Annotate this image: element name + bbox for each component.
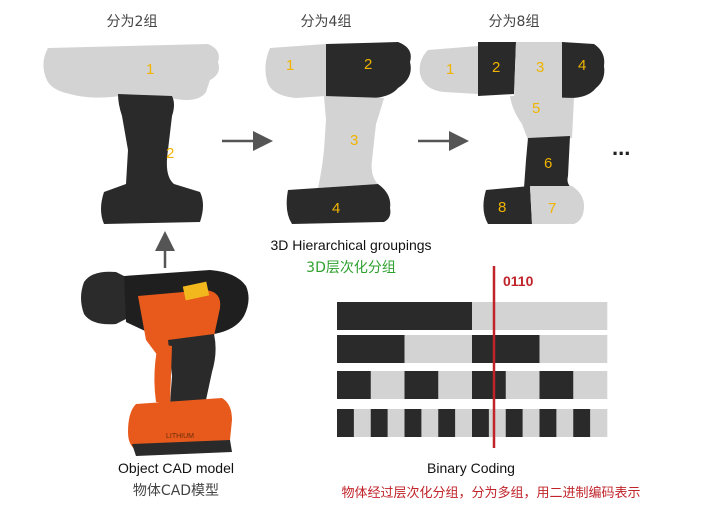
group-label-5: 5 (532, 100, 540, 117)
code-segment-light (387, 409, 405, 437)
binary-coding-rows (337, 302, 608, 437)
code-segment-dark (370, 409, 388, 437)
cad-model-title-cn: 物体CAD模型 (133, 483, 219, 499)
hierarchical-groupings-title: 3D Hierarchical groupings (270, 237, 431, 253)
drill-4-groups: 1 2 3 4 (265, 42, 411, 224)
code-segment-dark (404, 409, 422, 437)
drill-4-grip (318, 96, 384, 188)
drill-4-back (326, 42, 411, 99)
code-segment-dark (539, 409, 557, 437)
code-segment-dark (539, 371, 574, 399)
drill-4-battery (286, 184, 391, 224)
cad-battery (128, 398, 232, 452)
code-segment-light (472, 302, 608, 330)
drill-8-head (478, 42, 516, 96)
code-segment-light (505, 371, 540, 399)
drill-8-back (562, 42, 605, 98)
code-segment-light (404, 335, 473, 363)
code-segment-light (573, 371, 608, 399)
drill-2-title: 分为2组 (107, 14, 158, 30)
code-segment-light (488, 409, 507, 437)
drill-2-grip (101, 94, 203, 224)
group-label-1: 1 (146, 61, 154, 78)
more-groups-ellipsis: ... (612, 135, 630, 160)
code-segment-dark (472, 409, 490, 437)
binary-coding-title: Binary Coding (427, 460, 515, 476)
cad-battery-base (132, 440, 232, 456)
code-segment-light (455, 409, 473, 437)
drill-8-title: 分为8组 (489, 14, 540, 30)
code-segment-light (370, 371, 405, 399)
code-segment-light (438, 371, 473, 399)
cad-model-title: Object CAD model (118, 460, 234, 476)
cad-grip (168, 334, 216, 404)
code-segment-dark (472, 335, 540, 363)
code-segment-dark (438, 409, 456, 437)
group-label-4: 4 (332, 200, 340, 217)
drill-4-front (265, 44, 326, 98)
drill-8-battery-back (530, 186, 584, 224)
group-label-2: 2 (364, 56, 372, 73)
binary-code-value: 0110 (503, 273, 534, 289)
drill-8-groups: 1 2 3 4 5 6 7 8 (419, 42, 605, 224)
drill-8-battery-front (483, 186, 532, 224)
drill-2-top-body (43, 44, 219, 100)
code-segment-dark (505, 409, 523, 437)
group-label-3: 3 (350, 132, 358, 149)
code-segment-dark (337, 335, 405, 363)
code-segment-dark (337, 409, 355, 437)
hierarchical-groupings-title-cn: 3D层次化分组 (306, 260, 396, 276)
code-segment-light (556, 409, 574, 437)
drill-8-tip (419, 46, 478, 94)
group-label-4: 4 (578, 57, 586, 74)
group-label-3: 3 (536, 59, 544, 76)
drill-2-groups: 1 2 (43, 44, 219, 224)
group-label-2: 2 (492, 59, 500, 76)
binary-coding-caption: 物体经过层次化分组，分为多组，用二进制编码表示 (341, 485, 640, 501)
code-segment-light (539, 335, 608, 363)
code-segment-light (590, 409, 608, 437)
code-segment-dark (404, 371, 439, 399)
group-label-6: 6 (544, 155, 552, 172)
code-segment-dark (472, 371, 507, 399)
group-label-7: 7 (548, 200, 556, 217)
drill-8-mid (514, 42, 562, 100)
code-segment-light (522, 409, 540, 437)
code-segment-light (353, 409, 372, 437)
code-segment-dark (337, 371, 372, 399)
group-label-1: 1 (286, 57, 294, 74)
group-label-2: 2 (166, 145, 174, 162)
cad-brand-badge (182, 281, 210, 301)
code-segment-light (421, 409, 439, 437)
group-label-8: 8 (498, 199, 506, 216)
cad-drill-model: LITHIUM (81, 270, 249, 456)
drill-4-title: 分为4组 (301, 14, 352, 30)
code-segment-dark (337, 302, 473, 330)
drill-8-grip (524, 136, 572, 188)
cad-battery-text: LITHIUM (166, 433, 194, 440)
cad-chuck (81, 271, 128, 325)
code-segment-dark (573, 409, 591, 437)
drill-8-trigger (510, 96, 574, 140)
group-label-1: 1 (446, 61, 454, 78)
cad-grip-orange (154, 344, 172, 404)
